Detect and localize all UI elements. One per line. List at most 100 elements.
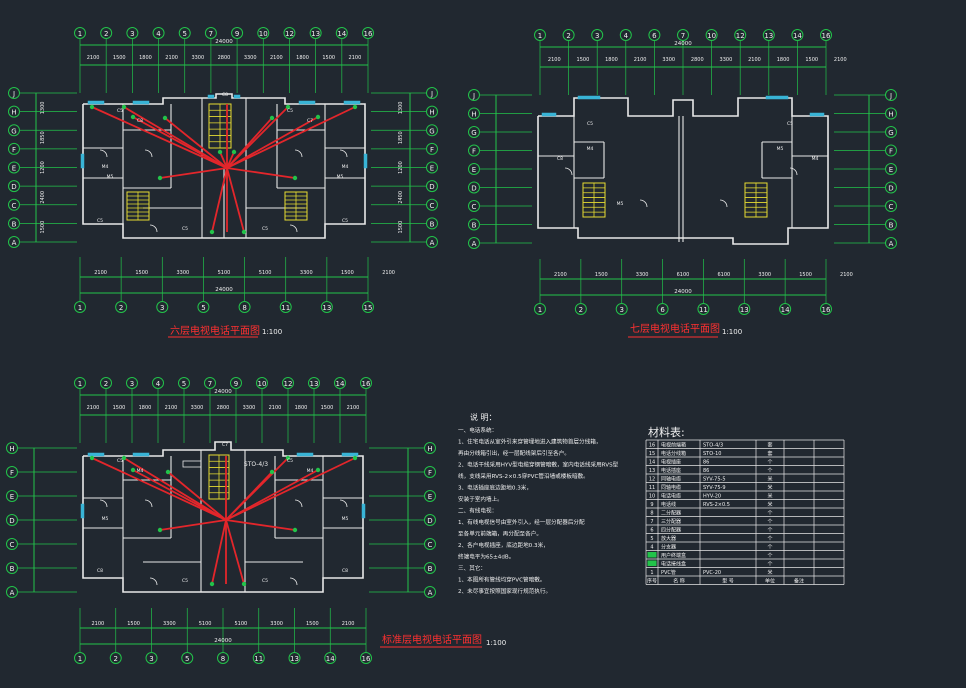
outlet-symbol <box>130 467 136 473</box>
window <box>343 100 361 105</box>
axis-bubble-circle <box>885 218 897 231</box>
axis-bubble-label: 3 <box>595 32 599 40</box>
bottom-axis-2: 2 <box>115 301 128 313</box>
door-swing <box>289 577 298 586</box>
axis-bubble-circle <box>334 377 346 389</box>
axis-bubble-circle <box>152 377 164 389</box>
axis-bubble-circle <box>308 377 320 389</box>
axis-bubble-circle <box>217 652 229 664</box>
left-axis-G: G <box>8 124 20 137</box>
axis-bubble-circle <box>468 200 480 212</box>
window <box>809 112 825 117</box>
axis-bubble-circle <box>424 538 436 550</box>
axis-bubble-label: 5 <box>185 655 189 663</box>
axis-bubble-label: F <box>430 146 434 154</box>
room-label: C8 <box>342 568 348 574</box>
bottom-dim: 2100 <box>840 272 853 278</box>
table-cell-no: 9 <box>650 502 653 508</box>
note-line: 1、有线电视信号由室外引入，经一层分配器后分配 <box>458 518 585 526</box>
axis-bubble-circle <box>791 29 804 41</box>
left-axis-G: G <box>468 126 480 138</box>
table-cell-unit: 个 <box>767 510 772 516</box>
right-axis-F: F <box>426 142 438 155</box>
room-label: C5 <box>287 108 293 114</box>
axis-bubble-circle <box>100 377 112 389</box>
axis-bubble-circle <box>6 586 18 598</box>
outlet-symbol <box>89 455 95 461</box>
bottom-axis-11: 11 <box>252 652 265 664</box>
table-cell-name: 二分配器 <box>661 509 681 516</box>
top-axis-12: 12 <box>282 377 294 389</box>
note-line: 安装于室内墙上。 <box>458 495 503 503</box>
right-axis-C: C <box>424 538 436 550</box>
axis-bubble-circle <box>320 301 333 313</box>
note-line: 二、有线电视： <box>458 507 497 515</box>
bottom-axis-15: 15 <box>362 301 374 313</box>
table-cell-spec: HYV-20 <box>703 493 721 499</box>
axis-bubble-label: 11 <box>281 304 290 312</box>
top-axis-2: 2 <box>562 29 575 41</box>
axis-bubble-label: 14 <box>337 30 346 38</box>
left-axis-D: D <box>468 181 480 194</box>
outlet-symbol <box>209 581 215 587</box>
axis-bubble-circle <box>677 29 689 41</box>
right-dim: 1850 <box>398 131 404 144</box>
bottom-dim: 5100 <box>259 270 272 276</box>
axis-bubble-circle <box>360 377 372 389</box>
axis-bubble-circle <box>256 377 268 389</box>
room-label: M5 <box>102 516 109 522</box>
right-axis-D: D <box>426 180 438 193</box>
right-axis-C: C <box>426 198 438 211</box>
top-dim: 2100 <box>748 57 761 63</box>
axis-bubble-label: A <box>430 239 435 247</box>
room-label: M5 <box>777 146 784 152</box>
top-axis-10: 10 <box>256 377 268 389</box>
bottom-dim: 1500 <box>799 272 812 278</box>
room-label: C5 <box>117 108 123 114</box>
note-line: 一、电话系统： <box>458 426 497 434</box>
bottom-axis-5: 5 <box>181 652 194 664</box>
axis-bubble-label: H <box>471 111 476 119</box>
axis-bubble-circle <box>885 89 897 101</box>
table-cell-unit: 米 <box>767 484 772 491</box>
door-swing <box>144 149 153 158</box>
axis-bubble-circle <box>362 301 374 313</box>
axis-bubble-circle <box>156 301 169 313</box>
axis-bubble-label: C <box>10 541 15 549</box>
top-axis-14: 14 <box>335 27 348 39</box>
bottom-axis-11: 11 <box>279 301 292 313</box>
top-dim: 1500 <box>805 57 818 63</box>
axis-bubble-circle <box>424 490 436 502</box>
top-axis-14: 14 <box>791 29 804 41</box>
axis-bubble-circle <box>424 562 436 574</box>
axis-bubble-label: 14 <box>793 32 802 40</box>
note-line: 2、电话干线采用HYV型电缆穿钢管暗敷，室内电话线采用RVS型 <box>458 461 619 469</box>
top-axis-3: 3 <box>591 29 604 41</box>
axis-bubble-circle <box>615 303 628 315</box>
table-cell-unit: 个 <box>767 561 772 567</box>
table-cell-unit: 个 <box>767 553 772 559</box>
window <box>341 452 359 457</box>
axis-bubble-label: D <box>427 517 432 525</box>
left-axis-F: F <box>8 142 20 155</box>
axis-bubble-circle <box>362 27 374 39</box>
axis-bubble-label: E <box>472 166 476 174</box>
axis-bubble-label: C <box>12 202 17 210</box>
axis-bubble-circle <box>424 514 436 526</box>
axis-bubble-circle <box>697 303 710 315</box>
room-label: M5 <box>617 201 624 207</box>
axis-bubble-circle <box>283 27 296 39</box>
axis-bubble-circle <box>74 652 86 664</box>
right-dim: 1500 <box>398 221 404 234</box>
outlet-symbol <box>241 229 247 235</box>
bottom-axis-8: 8 <box>217 652 229 664</box>
room-label: M4 <box>342 164 349 170</box>
table-header-spec: 型 号 <box>722 577 734 584</box>
table-cell-no: 8 <box>650 510 653 516</box>
table-cell-no: 14 <box>649 459 655 465</box>
top-dim: 1500 <box>322 55 335 61</box>
left-dim: 1300 <box>40 102 46 115</box>
window <box>296 452 314 457</box>
window <box>298 100 316 105</box>
